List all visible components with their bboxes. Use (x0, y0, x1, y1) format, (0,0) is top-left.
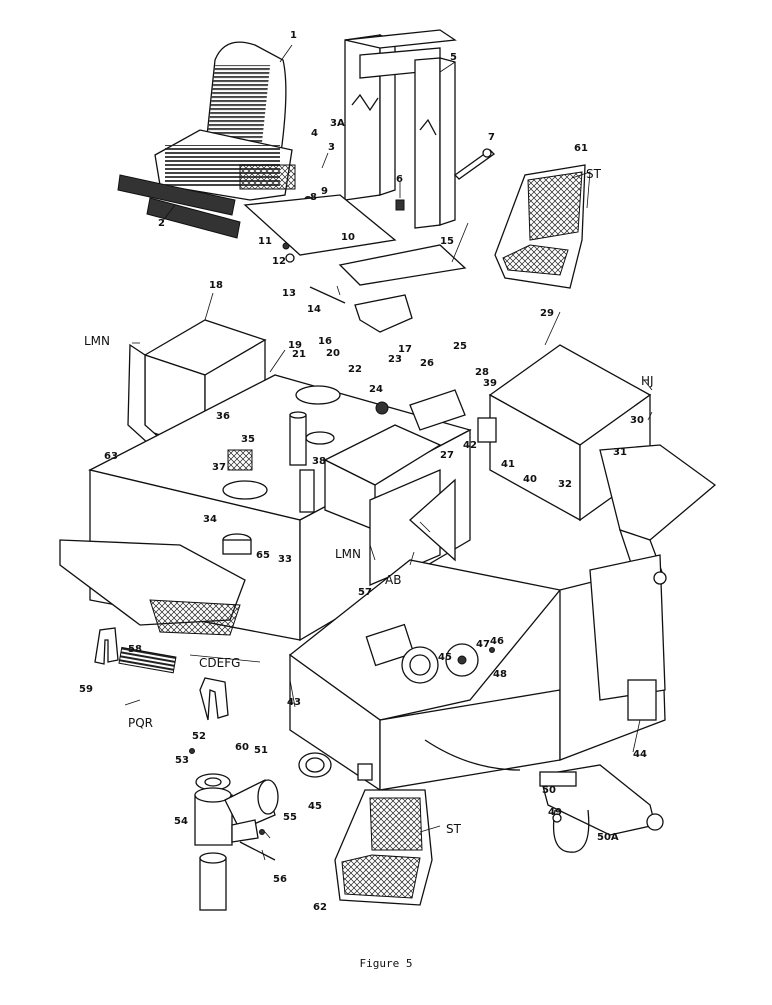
callout-48: 48 (493, 669, 507, 680)
callout-43: 43 (287, 697, 301, 708)
leader-lines (124, 44, 653, 861)
rops-upright-frame (344, 29, 457, 229)
right-cover (409, 344, 652, 522)
callout-22: 22 (348, 364, 362, 375)
callout-34: 34 (203, 514, 217, 525)
callout-50a: 50A (597, 832, 619, 843)
callout-40: 40 (523, 474, 537, 485)
step-61 (494, 164, 586, 289)
callout-36: 36 (216, 411, 230, 422)
callout-26: 26 (420, 358, 434, 369)
callout-65: 65 (256, 550, 270, 561)
callout-3a: 3A (330, 118, 345, 129)
callout-6: 6 (396, 174, 403, 185)
callout-8: 8 (310, 192, 317, 203)
callout-35: 35 (241, 434, 255, 445)
callout-29: 29 (540, 308, 554, 319)
callout-53: 53 (175, 755, 189, 766)
callout-2: 2 (158, 218, 165, 229)
callout-52: 52 (192, 731, 206, 742)
callout-30: 30 (630, 415, 644, 426)
callout-19: 19 (288, 340, 302, 351)
callout-63: 63 (104, 451, 118, 462)
callout-15: 15 (440, 236, 454, 247)
callout-13: 13 (282, 288, 296, 299)
callout-46: 46 (490, 636, 504, 647)
callout-33: 33 (278, 554, 292, 565)
callout-60: 60 (235, 742, 249, 753)
group-label-st-6: ST (586, 167, 602, 181)
callout-7: 7 (488, 132, 495, 143)
group-labels: LMN LMN HJ AB CDEFG PQR ST ST (84, 167, 654, 836)
callout-28: 28 (475, 367, 489, 378)
rear-hitch (539, 764, 664, 853)
callout-10: 10 (341, 232, 355, 243)
callout-16: 16 (318, 336, 332, 347)
callout-44: 44 (633, 749, 647, 760)
callout-17: 17 (398, 344, 412, 355)
callout-1: 1 (290, 30, 297, 41)
group-label-cdefg-4: CDEFG (199, 656, 240, 670)
callout-11: 11 (258, 236, 272, 247)
main-body-frame (59, 374, 472, 642)
step-62 (334, 789, 433, 906)
callout-51: 51 (254, 745, 268, 756)
callout-4: 4 (311, 128, 318, 139)
floor-plates (243, 194, 467, 333)
callout-38: 38 (312, 456, 326, 467)
group-label-lmn-0: LMN (84, 334, 110, 348)
callout-45: 45 (308, 801, 322, 812)
callout-58: 58 (128, 644, 142, 655)
callout-54: 54 (174, 816, 188, 827)
callout-45: 45 (438, 652, 452, 663)
clamps (94, 627, 229, 721)
callout-25: 25 (453, 341, 467, 352)
callout-labels: 1233A45678910111213141516171819202122232… (79, 30, 647, 913)
group-label-ab-3: AB (385, 573, 401, 587)
callout-31: 31 (613, 447, 627, 458)
callout-5: 5 (450, 52, 457, 63)
callout-50: 50 (542, 785, 556, 796)
rear-frame (288, 478, 667, 792)
callout-21: 21 (292, 349, 306, 360)
callout-9: 9 (321, 186, 328, 197)
callout-18: 18 (209, 280, 223, 291)
steering-knuckle (189, 748, 279, 911)
callout-59: 59 (79, 684, 93, 695)
callout-23: 23 (388, 354, 402, 365)
figure-caption: Figure 5 (359, 957, 413, 970)
callout-41: 41 (501, 459, 515, 470)
callout-57: 57 (358, 587, 372, 598)
bushing-45 (298, 752, 373, 781)
callout-49: 49 (548, 807, 562, 818)
callout-14: 14 (307, 304, 321, 315)
callout-3: 3 (328, 142, 335, 153)
callout-39: 39 (483, 378, 497, 389)
callout-61: 61 (574, 143, 588, 154)
seat-slide-rails (117, 164, 296, 239)
callout-37: 37 (212, 462, 226, 473)
callout-12: 12 (272, 256, 286, 267)
group-label-hj-2: HJ (641, 374, 654, 388)
callout-55: 55 (283, 812, 297, 823)
callout-42: 42 (463, 440, 477, 451)
group-label-pqr-5: PQR (128, 716, 153, 730)
control-console (299, 401, 442, 586)
callout-20: 20 (326, 348, 340, 359)
callout-24: 24 (369, 384, 383, 395)
callout-56: 56 (273, 874, 287, 885)
group-label-st-7: ST (446, 822, 462, 836)
callout-62: 62 (313, 902, 327, 913)
callout-32: 32 (558, 479, 572, 490)
group-label-lmn-1: LMN (335, 547, 361, 561)
callout-47: 47 (476, 639, 490, 650)
callout-27: 27 (440, 450, 454, 461)
